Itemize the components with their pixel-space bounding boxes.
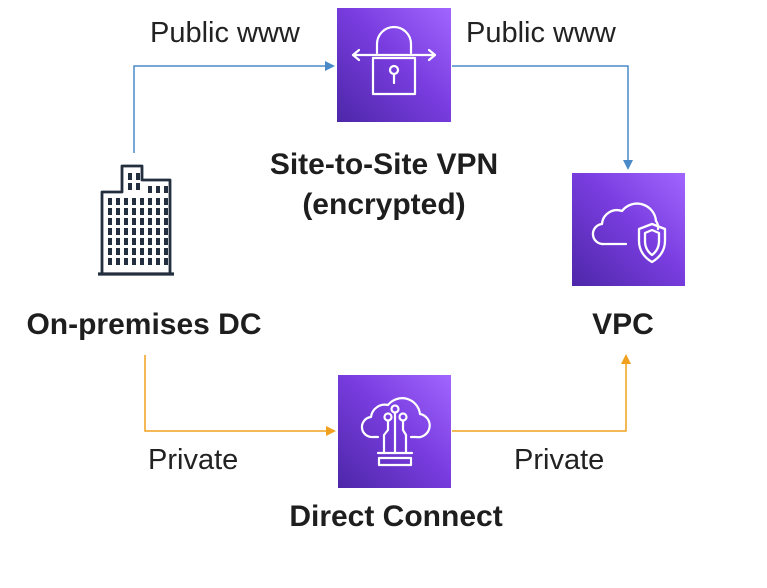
on-premises-dc-label: On-premises DC bbox=[26, 308, 262, 341]
building-window bbox=[116, 228, 120, 235]
building-window bbox=[124, 208, 128, 215]
building-window bbox=[108, 208, 112, 215]
edge-label-public-right: Public www bbox=[466, 17, 616, 49]
building-window bbox=[164, 248, 168, 255]
building-window bbox=[116, 218, 120, 225]
building-window bbox=[140, 198, 144, 205]
building-window bbox=[108, 198, 112, 205]
building-window bbox=[128, 183, 132, 190]
private-link-direct-connect-to-vpc bbox=[452, 354, 631, 432]
building-window bbox=[164, 198, 168, 205]
building-window bbox=[124, 228, 128, 235]
building-window bbox=[156, 198, 160, 205]
building-window bbox=[164, 228, 168, 235]
building-window bbox=[148, 238, 152, 245]
building-window bbox=[148, 198, 152, 205]
building-window bbox=[132, 198, 136, 205]
vpn-label: Site-to-Site VPN (encrypted) bbox=[255, 145, 513, 225]
vpn-lock-icon bbox=[351, 25, 437, 96]
building-window bbox=[132, 218, 136, 225]
building-window bbox=[132, 238, 136, 245]
building-window bbox=[156, 238, 160, 245]
building-window bbox=[164, 218, 168, 225]
building-window bbox=[164, 186, 168, 193]
edge-label-private-left: Private bbox=[148, 444, 239, 476]
building-window bbox=[140, 248, 144, 255]
vpc-label: VPC bbox=[592, 308, 654, 341]
building-window bbox=[132, 208, 136, 215]
building-window bbox=[140, 228, 144, 235]
private-link-to-direct-connect bbox=[144, 355, 336, 436]
public-link-vpn-to-vpc bbox=[452, 65, 633, 170]
building-window bbox=[132, 248, 136, 255]
building-window bbox=[156, 248, 160, 255]
building-window bbox=[164, 208, 168, 215]
building-window bbox=[128, 173, 132, 180]
building-window bbox=[156, 228, 160, 235]
building-window bbox=[148, 186, 152, 193]
building-window bbox=[132, 258, 136, 265]
vpn-label-line2: (encrypted) bbox=[302, 188, 466, 221]
cloud-shield-icon bbox=[591, 202, 667, 264]
building-window bbox=[124, 238, 128, 245]
building-window bbox=[156, 258, 160, 265]
building-window bbox=[108, 248, 112, 255]
edge-label-public-left: Public www bbox=[150, 17, 300, 49]
building-window bbox=[108, 238, 112, 245]
building-window bbox=[136, 173, 140, 180]
building-window bbox=[148, 208, 152, 215]
edge-label-private-right: Private bbox=[514, 444, 605, 476]
public-link-to-vpn bbox=[133, 61, 335, 153]
cloud-circuit-icon bbox=[360, 397, 431, 467]
building-window bbox=[124, 198, 128, 205]
building-window bbox=[116, 238, 120, 245]
building-window bbox=[148, 218, 152, 225]
building-window bbox=[164, 258, 168, 265]
direct-connect-label: Direct Connect bbox=[289, 500, 503, 533]
office-building-icon bbox=[98, 164, 174, 276]
building-window bbox=[132, 228, 136, 235]
building-window bbox=[156, 218, 160, 225]
building-window bbox=[148, 248, 152, 255]
building-window bbox=[116, 208, 120, 215]
direct-connect-node bbox=[338, 375, 451, 488]
building-window bbox=[124, 258, 128, 265]
vpn-node bbox=[337, 8, 451, 122]
building-window bbox=[148, 258, 152, 265]
building-window bbox=[140, 218, 144, 225]
building-window bbox=[140, 258, 144, 265]
building-window bbox=[156, 208, 160, 215]
building-window bbox=[136, 183, 140, 190]
building-window bbox=[108, 228, 112, 235]
building-window bbox=[108, 258, 112, 265]
building-window bbox=[140, 238, 144, 245]
vpc-node bbox=[572, 173, 685, 286]
vpn-label-line1: Site-to-Site VPN bbox=[269, 148, 499, 181]
building-window bbox=[124, 248, 128, 255]
building-window bbox=[148, 228, 152, 235]
building-window bbox=[116, 258, 120, 265]
building-window bbox=[116, 248, 120, 255]
building-window bbox=[164, 238, 168, 245]
building-window bbox=[156, 186, 160, 193]
building-window bbox=[140, 208, 144, 215]
building-window bbox=[124, 218, 128, 225]
building-window bbox=[116, 198, 120, 205]
building-window bbox=[108, 218, 112, 225]
